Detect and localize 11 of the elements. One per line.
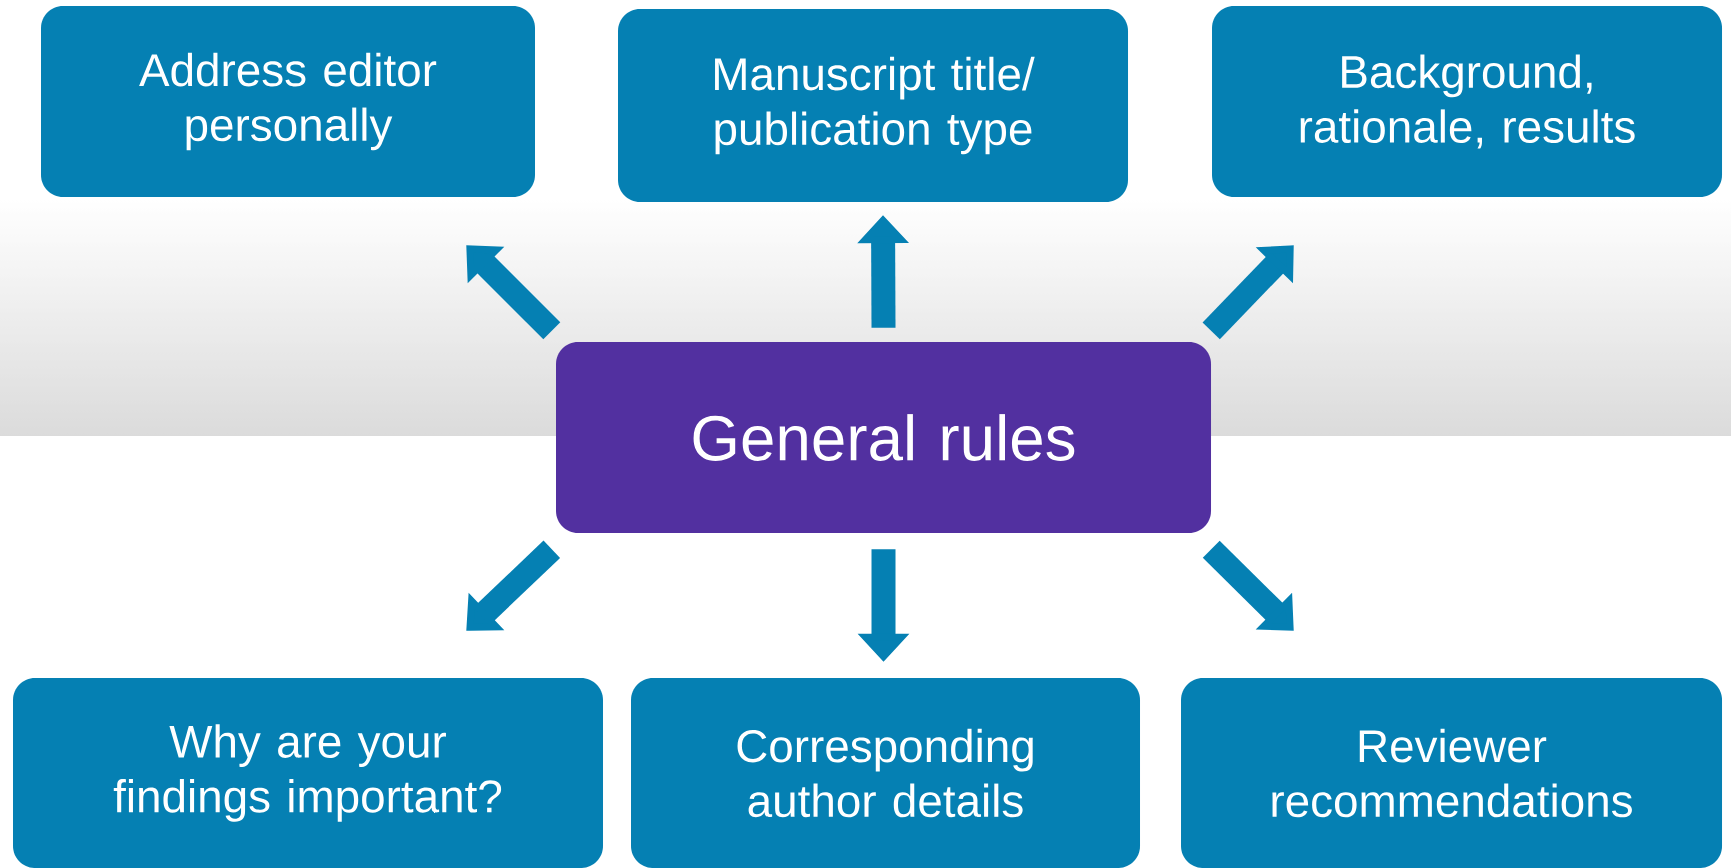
topic-box: Corresponding author details (631, 678, 1140, 868)
topic-box: Why are your findings important? (13, 678, 603, 868)
topic-box: Reviewer recommendations (1181, 678, 1722, 868)
topic-box: Background, rationale, results (1212, 6, 1722, 197)
block-arrow (466, 540, 561, 631)
block-arrow (1202, 245, 1294, 340)
center-box: General rules (556, 342, 1211, 533)
topic-box: Address editor personally (41, 6, 535, 197)
block-arrow (1202, 540, 1294, 631)
topic-box: Manuscript title/ publication type (618, 9, 1128, 202)
block-arrow (466, 245, 561, 340)
